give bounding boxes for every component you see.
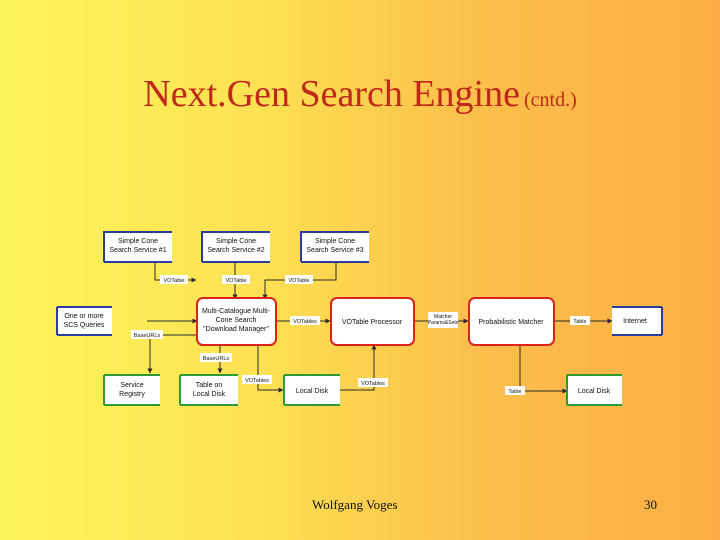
edge-label-votables-3: VOTables: [245, 378, 269, 384]
slide-title: Next.Gen Search Engine (cntd.): [0, 72, 720, 116]
n-scsq-line-2: SCS Queries: [64, 322, 105, 329]
n-scs3-line-1: Simple Cone: [315, 238, 355, 245]
node-multi-catalogue-label: Multi-Catalogue Multi- Cone Search "Downlo…: [202, 308, 271, 333]
edge-label-baseurls-2: BaseURLs: [203, 356, 230, 362]
node-votable-processor: VOTable Processor: [330, 297, 415, 346]
n-ld2-line-1: Local Disk: [578, 388, 611, 395]
node-local-disk-1-label: Local Disk: [296, 388, 329, 395]
e-mparams-line-2: Params&Sets: [428, 320, 459, 326]
edge-localdisk-to-processor: [337, 344, 377, 391]
edge-label-votable-3: VOTable: [288, 278, 309, 284]
edge-label-votable-1: VOTable: [163, 278, 184, 284]
node-table-on-local-disk-label: Table on Local Disk: [193, 382, 226, 398]
e-mparams-line-1: Matcher: [434, 314, 452, 320]
n-pmatch-line-1: Probabilistic Matcher: [479, 319, 545, 326]
title-suffix: (cntd.): [523, 89, 577, 111]
n-multi-line-2: Cone Search: [216, 317, 257, 324]
node-multi-catalogue: Multi-Catalogue Multi- Cone Search "Downlo…: [196, 297, 277, 346]
edge-label-votables-1: VOTables: [293, 319, 317, 325]
footer-author: Wolfgang Voges: [312, 497, 398, 512]
n-tld-line-2: Local Disk: [193, 391, 226, 398]
n-tld-line-1: Table on: [196, 382, 223, 389]
node-table-on-local-disk: Table on Local Disk: [179, 374, 238, 406]
n-sreg-line-2: Registry: [119, 391, 145, 398]
edge-label-table-1: Table: [573, 319, 586, 325]
n-sreg-line-1: Service: [120, 382, 143, 389]
n-ld1-line-1: Local Disk: [296, 388, 329, 395]
n-scs2-line-2: Search Service #2: [207, 247, 264, 254]
n-scs2-line-1: Simple Cone: [216, 238, 256, 245]
node-local-disk-2-label: Local Disk: [578, 388, 611, 395]
edge-label-votable-2: VOTable: [225, 278, 246, 284]
title-main: Next.Gen Search Engine: [143, 73, 520, 115]
edge-label-baseurls-1: BaseURLs: [134, 333, 161, 339]
n-multi-line-3: "Download Manager": [203, 326, 269, 333]
n-scs1-line-2: Search Service #1: [109, 247, 166, 254]
node-votable-processor-label: VOTable Processor: [342, 319, 403, 326]
edge-labels: VOTable VOTable VOTable BaseURLs BaseURL…: [131, 275, 590, 395]
edge-label-table-2: Table: [508, 389, 521, 395]
n-scsq-line-1: One or more: [64, 313, 103, 320]
node-local-disk-1: Local Disk: [283, 374, 340, 406]
footer-page-number: 30: [644, 497, 657, 512]
n-inet-line-1: Internet: [623, 318, 647, 325]
n-scs1-line-1: Simple Cone: [118, 238, 158, 245]
node-local-disk-2: Local Disk: [566, 374, 622, 406]
edge-label-votables-2: VOTables: [361, 381, 385, 387]
node-probabilistic-matcher-label: Probabilistic Matcher: [479, 319, 545, 326]
edge-matcher-to-localdisk: [519, 345, 568, 394]
edge-manager-to-registry: [147, 334, 196, 374]
node-internet: Internet: [612, 306, 663, 336]
edge-manager-to-localdisk: [257, 345, 284, 393]
n-vproc-line-1: VOTable Processor: [342, 319, 403, 326]
node-internet-label: Internet: [623, 318, 647, 325]
node-probabilistic-matcher: Probabilistic Matcher: [468, 297, 555, 346]
n-multi-line-1: Multi-Catalogue Multi-: [202, 308, 271, 315]
n-scs3-line-2: Search Service #3: [306, 247, 363, 254]
